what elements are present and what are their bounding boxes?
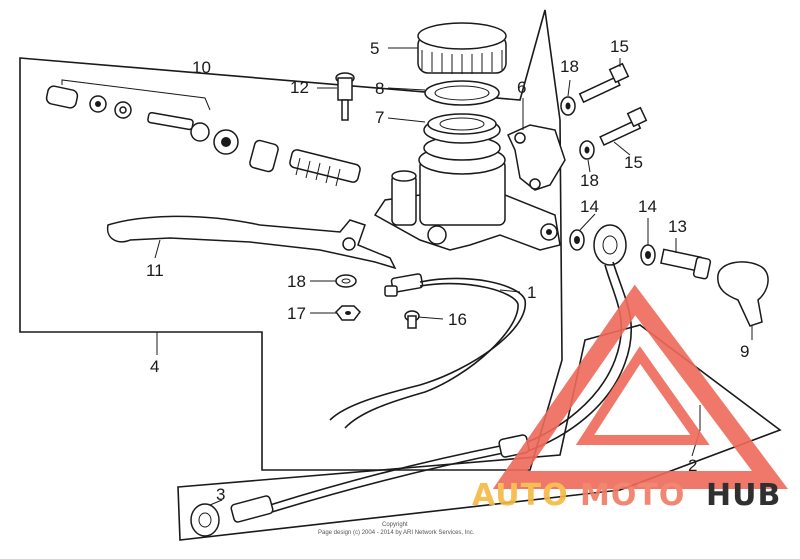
callout-18-middle: 18 bbox=[287, 272, 306, 291]
part-3-fitting bbox=[190, 503, 220, 537]
leader-lines bbox=[154, 47, 753, 506]
part-11-lever bbox=[106, 215, 397, 270]
callout-10: 10 bbox=[192, 58, 211, 77]
part-5-cap bbox=[417, 22, 507, 74]
callout-16: 16 bbox=[448, 310, 467, 329]
callout-18-upper: 18 bbox=[560, 57, 579, 76]
callout-1: 1 bbox=[527, 283, 536, 302]
callout-3: 3 bbox=[216, 485, 225, 504]
callouts: 1 2 3 4 5 6 7 8 9 10 11 12 13 14 14 15 1… bbox=[146, 37, 749, 504]
watermark-logo: AUTO MOTO HUB bbox=[472, 284, 788, 513]
part-18-washer-upper bbox=[560, 96, 576, 116]
copyright-line2: Page design (c) 2004 - 2014 by ARI Netwo… bbox=[318, 530, 475, 536]
callout-7: 7 bbox=[375, 108, 384, 127]
part-18-washer-middle bbox=[335, 274, 357, 288]
callout-2: 2 bbox=[688, 456, 697, 475]
part-12-pin bbox=[335, 72, 355, 121]
callout-14-right: 14 bbox=[638, 197, 657, 216]
callout-13: 13 bbox=[668, 217, 687, 236]
part-17-nut bbox=[335, 305, 361, 321]
assembly-2-outline bbox=[177, 324, 782, 541]
callout-17: 17 bbox=[287, 304, 306, 323]
callout-4: 4 bbox=[150, 357, 159, 376]
part-1-switch bbox=[329, 273, 526, 429]
part-10-subparts bbox=[45, 79, 361, 187]
callout-15-lower: 15 bbox=[624, 153, 643, 172]
callout-5: 5 bbox=[370, 39, 379, 58]
part-7-diaphragm bbox=[423, 113, 501, 144]
part-15-bolt-lower bbox=[599, 106, 648, 146]
callout-9: 9 bbox=[740, 342, 749, 361]
copyright-line1: Copyright bbox=[382, 522, 408, 528]
watermark-moto: MOTO bbox=[580, 478, 685, 513]
part-9-cap bbox=[717, 261, 769, 327]
callout-15-upper: 15 bbox=[610, 37, 629, 56]
callout-11: 11 bbox=[146, 261, 164, 280]
watermark-hub: HUB bbox=[706, 478, 781, 513]
part-14-washer-right bbox=[640, 244, 656, 266]
callout-8: 8 bbox=[375, 79, 384, 98]
part-16-screw bbox=[404, 310, 420, 329]
part-2-hose bbox=[230, 261, 633, 523]
master-cylinder bbox=[373, 135, 561, 251]
callout-14-left: 14 bbox=[580, 197, 599, 216]
part-13-bolt bbox=[660, 248, 712, 280]
part-8-plate bbox=[424, 80, 500, 106]
callout-6: 6 bbox=[517, 78, 526, 97]
watermark-auto: AUTO bbox=[472, 478, 569, 513]
banjo-fitting bbox=[593, 224, 627, 266]
part-14-washer-left bbox=[569, 229, 585, 251]
part-18-washer-lower bbox=[579, 140, 595, 160]
watermark-triangle-icon bbox=[492, 284, 788, 489]
part-15-bolt-upper bbox=[578, 62, 630, 104]
callout-18-lower: 18 bbox=[580, 171, 599, 190]
lever-pivot-icon bbox=[342, 237, 356, 251]
callout-12: 12 bbox=[290, 78, 309, 97]
